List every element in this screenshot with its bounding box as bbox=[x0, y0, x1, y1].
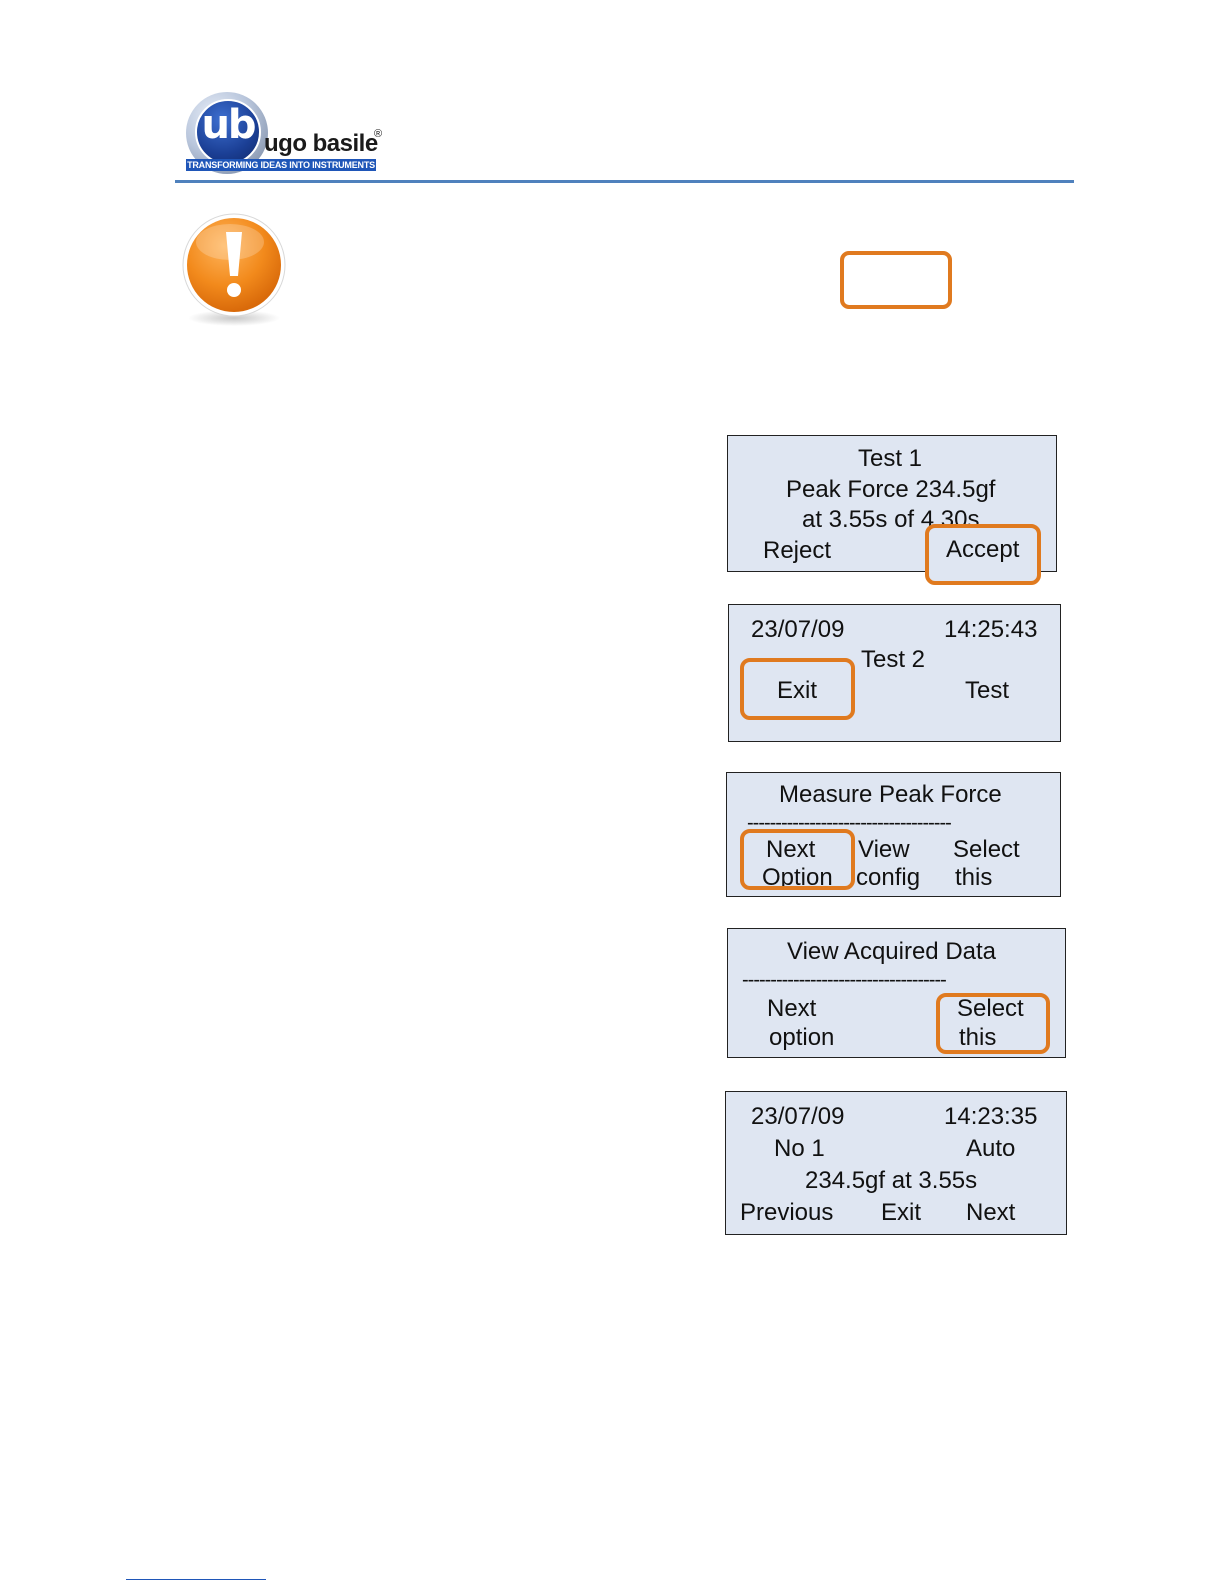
lcd-date: 23/07/09 bbox=[751, 616, 845, 643]
view-config-key-line1[interactable]: View bbox=[858, 836, 910, 863]
logo-disc bbox=[195, 99, 261, 165]
lcd-date: 23/07/09 bbox=[751, 1103, 845, 1130]
registered-mark: ® bbox=[374, 128, 383, 140]
lcd-view-data-menu: View Acquired Data ---------------------… bbox=[727, 928, 1066, 1058]
lcd-record-mode: Auto bbox=[966, 1135, 1016, 1162]
select-this-key-line1[interactable]: Select bbox=[957, 995, 1024, 1022]
lcd-divider: ------------------------------------ bbox=[747, 812, 952, 834]
next-option-key-line2[interactable]: option bbox=[769, 1024, 835, 1051]
next-key-label[interactable]: Next bbox=[966, 1199, 1016, 1226]
select-this-key-line1[interactable]: Select bbox=[953, 836, 1020, 863]
test-key-label[interactable]: Test bbox=[965, 677, 1010, 704]
select-this-highlight bbox=[936, 993, 1050, 1054]
logo-tagline: TRANSFORMING IDEAS INTO INSTRUMENTS bbox=[186, 159, 376, 171]
key-highlight-box bbox=[840, 251, 952, 309]
exclamation-warning-icon bbox=[180, 210, 290, 330]
logo-mark: ub bbox=[201, 102, 256, 148]
logo-name: ugo basile bbox=[264, 130, 378, 157]
lcd-test-title: Test 1 bbox=[858, 445, 923, 472]
lcd-time: 14:23:35 bbox=[944, 1103, 1038, 1130]
exit-highlight bbox=[740, 658, 855, 720]
header-divider bbox=[175, 180, 1074, 183]
lcd-time: 14:25:43 bbox=[944, 616, 1038, 643]
next-option-key-line1[interactable]: Next bbox=[767, 995, 817, 1022]
reject-key-label[interactable]: Reject bbox=[763, 537, 832, 564]
lcd-divider: ------------------------------------ bbox=[742, 969, 947, 991]
next-option-key-line1[interactable]: Next bbox=[766, 836, 816, 863]
accept-highlight bbox=[925, 524, 1041, 585]
select-this-key-line2[interactable]: this bbox=[959, 1024, 997, 1051]
exit-key-label[interactable]: Exit bbox=[881, 1199, 922, 1226]
company-logo: ub ugo basile ® TRANSFORMING IDEAS INTO … bbox=[182, 90, 392, 182]
lcd-test-number: Test 2 bbox=[861, 646, 926, 673]
lcd-record-result: 234.5gf at 3.55s bbox=[805, 1167, 978, 1194]
lcd-data-record: 23/07/09 14:23:35 No 1 Auto 234.5gf at 3… bbox=[725, 1091, 1067, 1235]
exit-key-label[interactable]: Exit bbox=[777, 677, 818, 704]
lcd-measure-menu: Measure Peak Force ---------------------… bbox=[726, 772, 1061, 897]
footer-link-underline bbox=[126, 1579, 266, 1580]
lcd-menu-title: Measure Peak Force bbox=[779, 781, 1002, 808]
accept-key-label-highlighted[interactable]: Accept bbox=[946, 536, 1020, 563]
next-option-highlight bbox=[740, 829, 855, 890]
previous-key-label[interactable]: Previous bbox=[740, 1199, 834, 1226]
select-this-key-line2[interactable]: this bbox=[955, 864, 993, 891]
lcd-menu-title: View Acquired Data bbox=[787, 938, 997, 965]
view-config-key-line2[interactable]: config bbox=[856, 864, 921, 891]
lcd-peak-force: Peak Force 234.5gf bbox=[786, 476, 996, 503]
lcd-record-number: No 1 bbox=[774, 1135, 825, 1162]
